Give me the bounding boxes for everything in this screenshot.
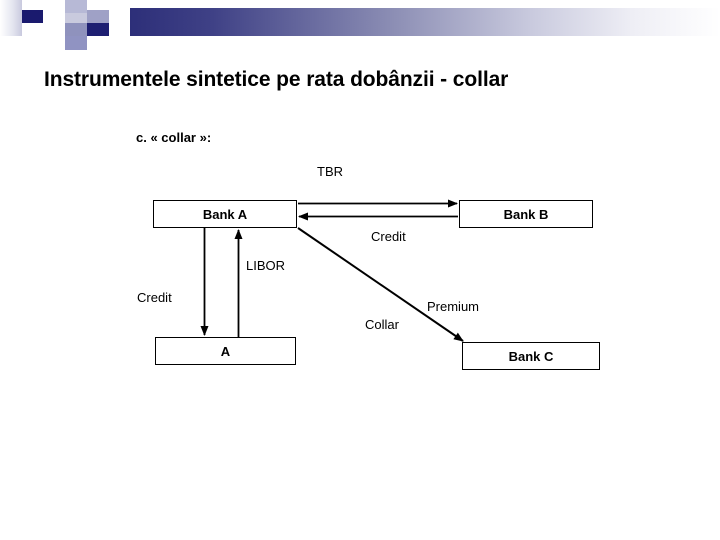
edge-label-premium: Premium bbox=[427, 299, 480, 314]
node-bank-a-label: Bank A bbox=[202, 206, 248, 222]
node-bank-a[interactable]: Bank A bbox=[153, 200, 297, 228]
node-a[interactable]: A bbox=[155, 337, 296, 365]
header-square-lavender-2 bbox=[65, 13, 87, 23]
node-bank-b-label: Bank B bbox=[503, 206, 549, 222]
header-square-white-4 bbox=[43, 23, 65, 36]
header-square-periwinkle-3 bbox=[65, 36, 87, 50]
header-square-lavender-1 bbox=[65, 0, 87, 13]
header-square-periwinkle-2 bbox=[65, 23, 87, 36]
page-title: Instrumentele sintetice pe rata dobânzii… bbox=[44, 68, 509, 91]
node-bank-b[interactable]: Bank B bbox=[459, 200, 593, 228]
header-square-white-5 bbox=[43, 36, 65, 50]
header-square-white-3 bbox=[109, 0, 130, 23]
header-square-white-1 bbox=[43, 0, 65, 23]
header-square-white-2 bbox=[87, 0, 109, 10]
header-square-navy-2 bbox=[87, 23, 109, 36]
node-bank-c[interactable]: Bank C bbox=[462, 342, 600, 370]
header-square-navy-small bbox=[22, 10, 43, 23]
node-bank-c-label: Bank C bbox=[508, 348, 554, 364]
edge-label-credit-b: Credit bbox=[371, 229, 406, 244]
slide-subtitle: c. « collar »: bbox=[136, 130, 212, 145]
edge-label-libor: LIBOR bbox=[246, 258, 286, 273]
edge-label-tbr: TBR bbox=[317, 164, 343, 179]
connector-collar-premium bbox=[297, 227, 464, 342]
node-a-label: A bbox=[220, 343, 231, 359]
header-square-periwinkle-1 bbox=[87, 10, 109, 23]
header-decoration bbox=[0, 0, 720, 50]
header-gradient-bar bbox=[130, 8, 720, 36]
edge-label-credit-a: Credit bbox=[137, 290, 172, 305]
header-square-gradient-left bbox=[0, 0, 22, 36]
edge-label-collar: Collar bbox=[365, 317, 399, 332]
